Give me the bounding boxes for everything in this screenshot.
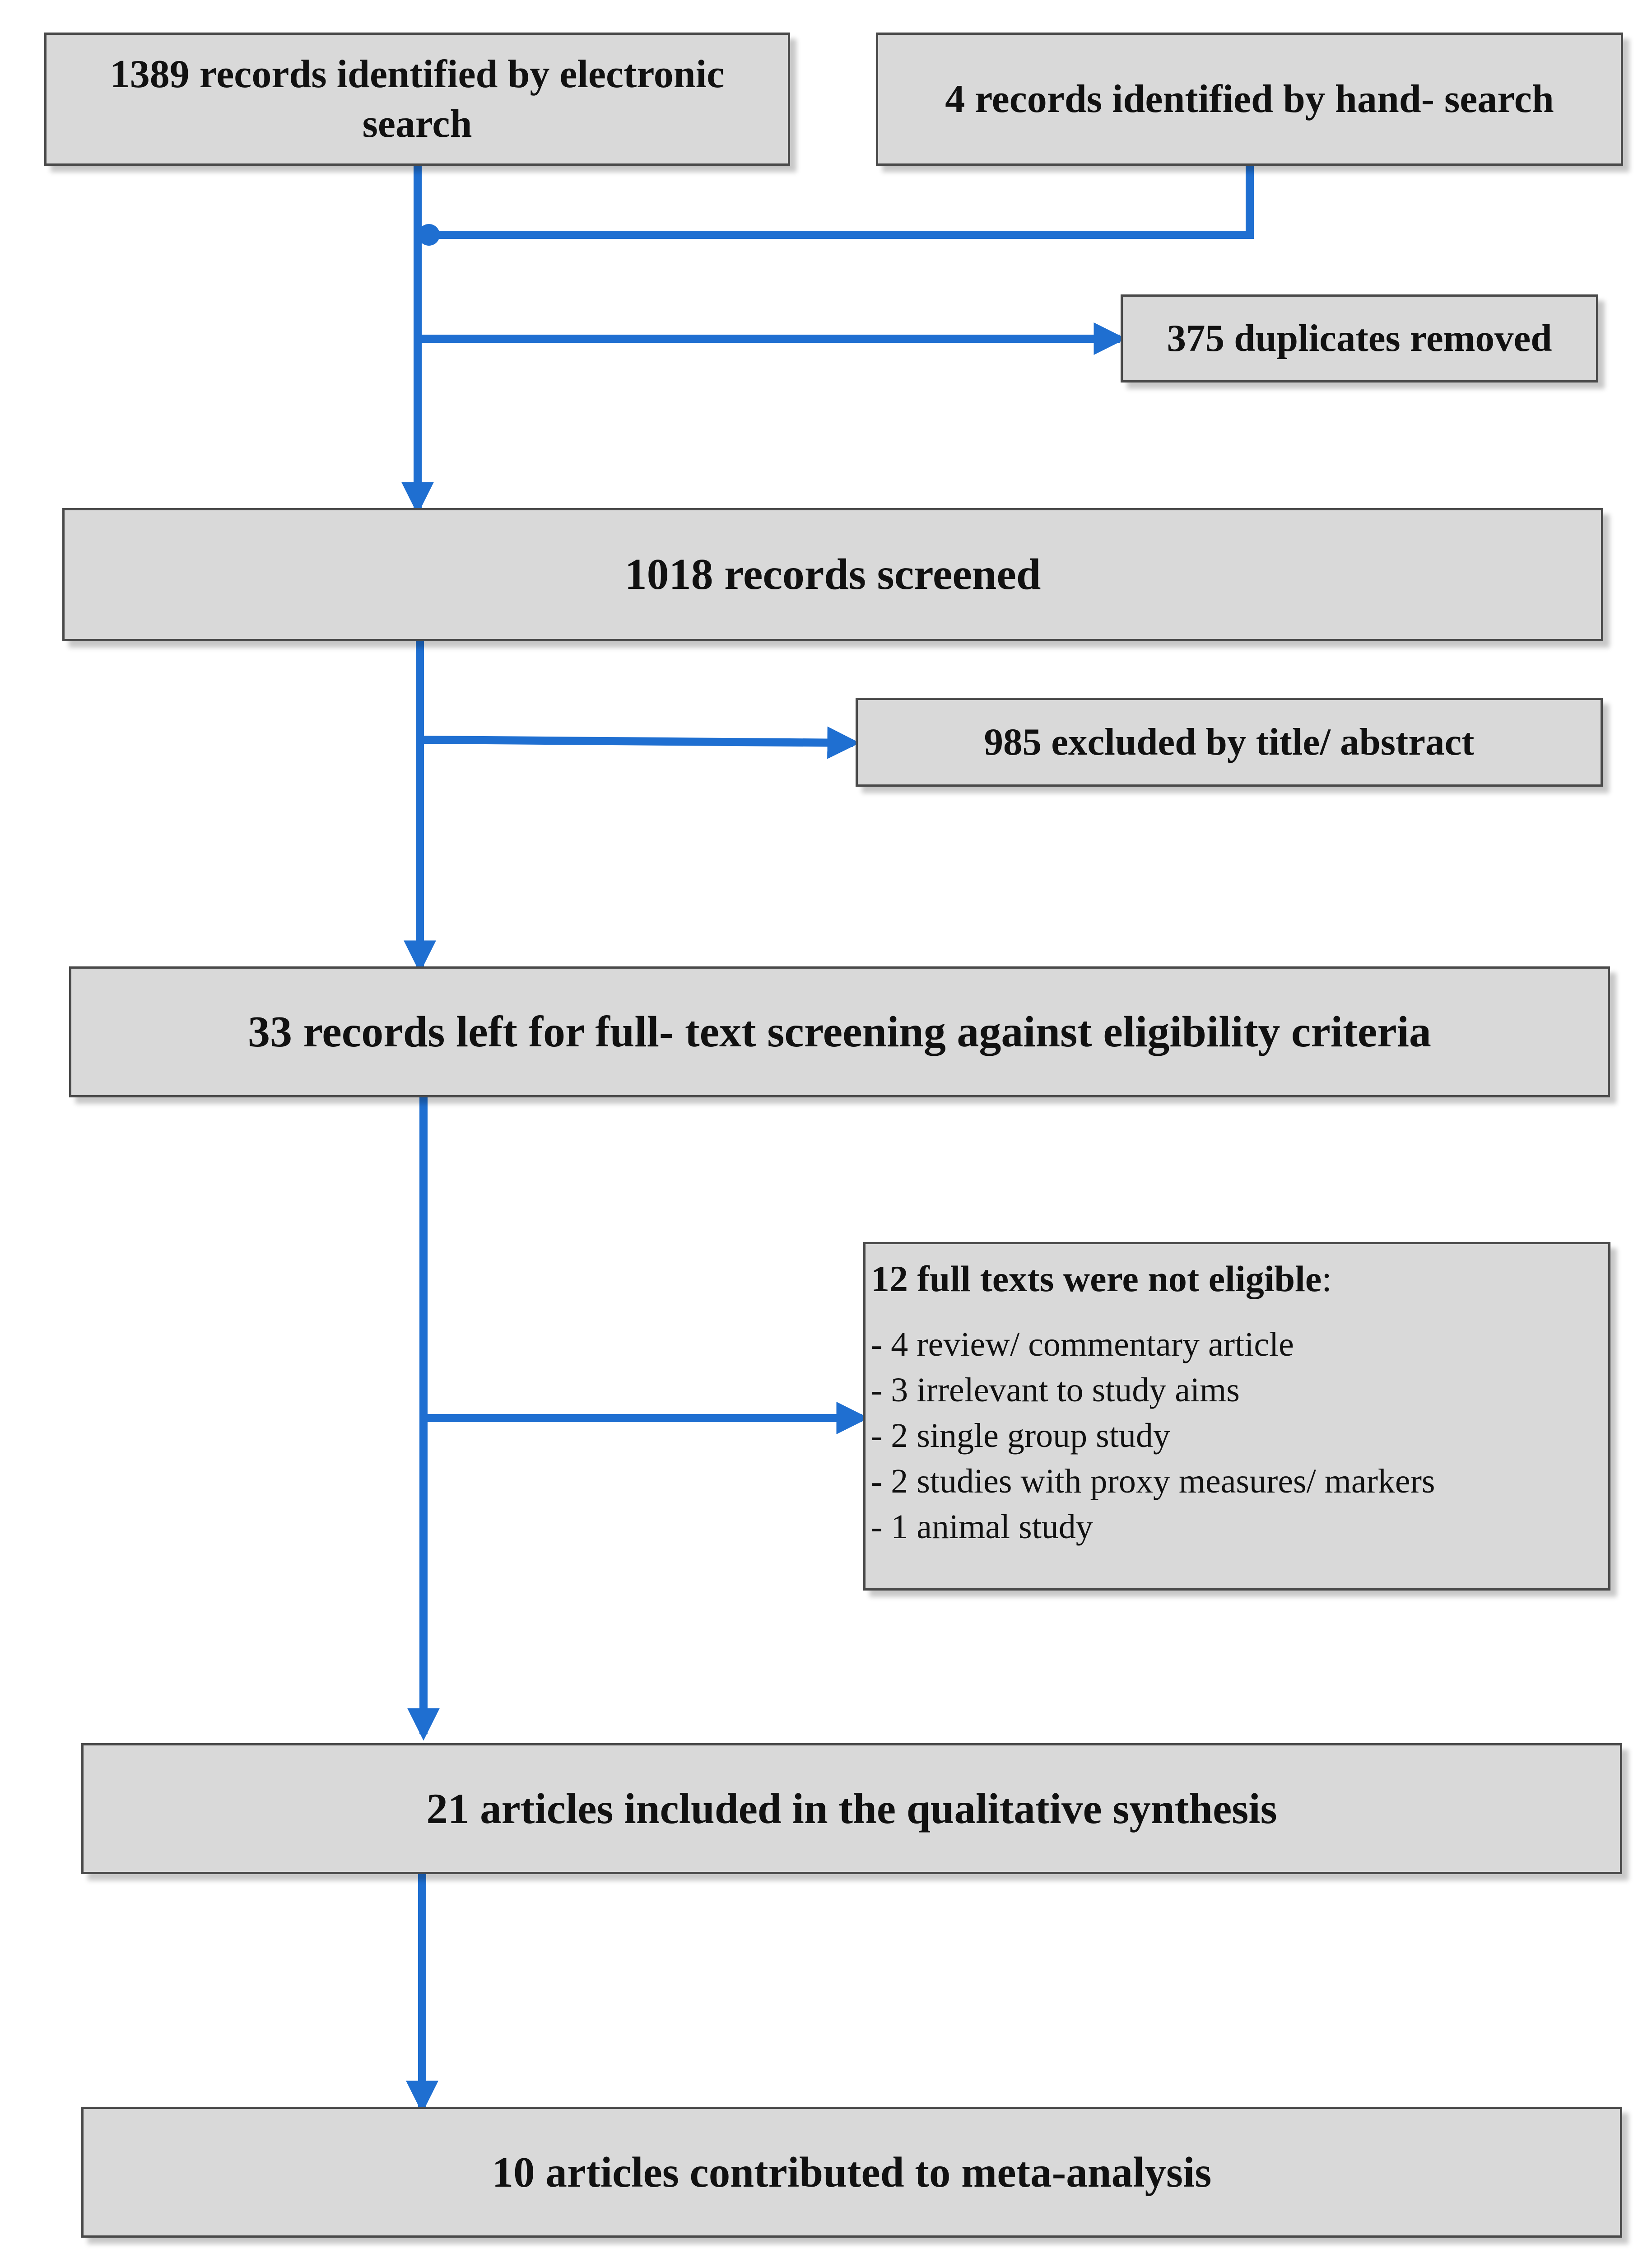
not-eligible-reason: - 1 animal study [871, 1508, 1093, 1546]
records-screened-text: 1018 records screened [624, 550, 1041, 599]
excluded-title-abstract-box: 985 excluded by title/ abstract [856, 698, 1603, 787]
duplicates-removed-box: 375 duplicates removed [1121, 294, 1598, 383]
duplicates-removed-text: 375 duplicates removed [1167, 317, 1552, 360]
electronic-search-box: 1389 records identified by electronic se… [44, 33, 790, 166]
not-eligible-heading: 12 full texts were not eligible: [871, 1258, 1604, 1300]
not-eligible-reason: - 4 review/ commentary article [871, 1325, 1294, 1363]
full-text-screening-box: 33 records left for full- text screening… [69, 966, 1610, 1097]
qualitative-synthesis-text: 21 articles included in the qualitative … [426, 1784, 1277, 1833]
meta-analysis-box: 10 articles contributed to meta-analysis [81, 2107, 1622, 2238]
meta-analysis-text: 10 articles contributed to meta-analysis [492, 2148, 1212, 2196]
not-eligible-reason: - 2 studies with proxy measures/ markers [871, 1462, 1435, 1500]
not-eligible-heading-text: 12 full texts were not eligible [871, 1258, 1322, 1299]
merge-junction-dot [418, 224, 440, 246]
qualitative-synthesis-box: 21 articles included in the qualitative … [81, 1743, 1622, 1874]
records-screened-box: 1018 records screened [62, 508, 1603, 641]
hand-search-box: 4 records identified by hand- search [876, 33, 1623, 166]
not-eligible-heading-colon: : [1322, 1258, 1332, 1299]
not-eligible-reason: - 3 irrelevant to study aims [871, 1371, 1240, 1409]
hand-search-text: 4 records identified by hand- search [945, 77, 1554, 121]
full-text-screening-text: 33 records left for full- text screening… [248, 1007, 1431, 1056]
not-eligible-reason: - 2 single group study [871, 1417, 1170, 1455]
hand-search-merge-line [429, 165, 1254, 239]
arrow-to-excluded [419, 726, 860, 759]
electronic-search-text: 1389 records identified by electronic se… [110, 52, 725, 146]
excluded-title-abstract-text: 985 excluded by title/ abstract [984, 721, 1475, 764]
not-eligible-box: 12 full texts were not eligible: - 4 rev… [863, 1242, 1610, 1591]
